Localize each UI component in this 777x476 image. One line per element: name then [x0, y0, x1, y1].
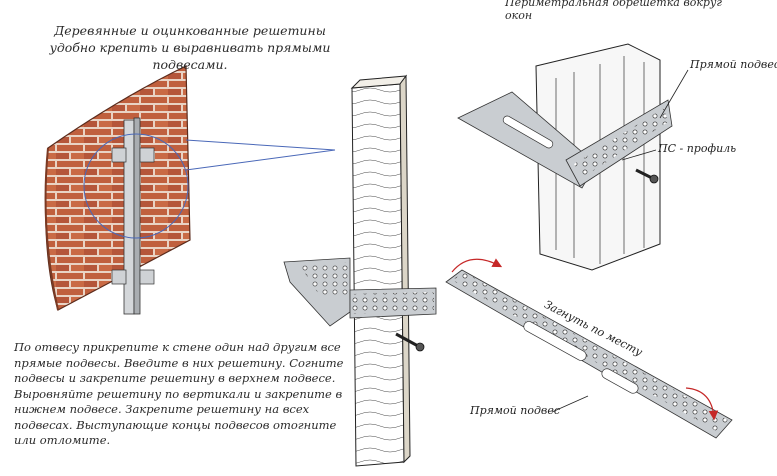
perforated-hanger-icon — [283, 257, 437, 327]
bend-arrow-icon — [451, 258, 719, 421]
screw-icon — [635, 168, 659, 184]
wall-profile — [111, 117, 155, 315]
label-direct-hanger-bottom: Прямой подвес — [470, 404, 560, 417]
leader-lines — [551, 69, 689, 413]
screw-icon — [395, 332, 425, 352]
caption-top: Деревянные и оцинкованные решетины удобн… — [49, 23, 331, 72]
perforated-hanger-icon — [457, 91, 673, 189]
caption-window: Периметральная обрешетка вокруг окон — [505, 0, 722, 22]
perforated-hanger-icon — [445, 269, 733, 439]
wooden-batten-icon — [350, 74, 411, 467]
caption-instructions: По отвесу прикрепите к стене один над др… — [14, 340, 344, 447]
label-direct-hanger-top: Прямой подвес — [690, 58, 777, 71]
zoom-indicator — [83, 133, 336, 239]
label-ps-profile: ПС - профиль — [658, 142, 737, 155]
